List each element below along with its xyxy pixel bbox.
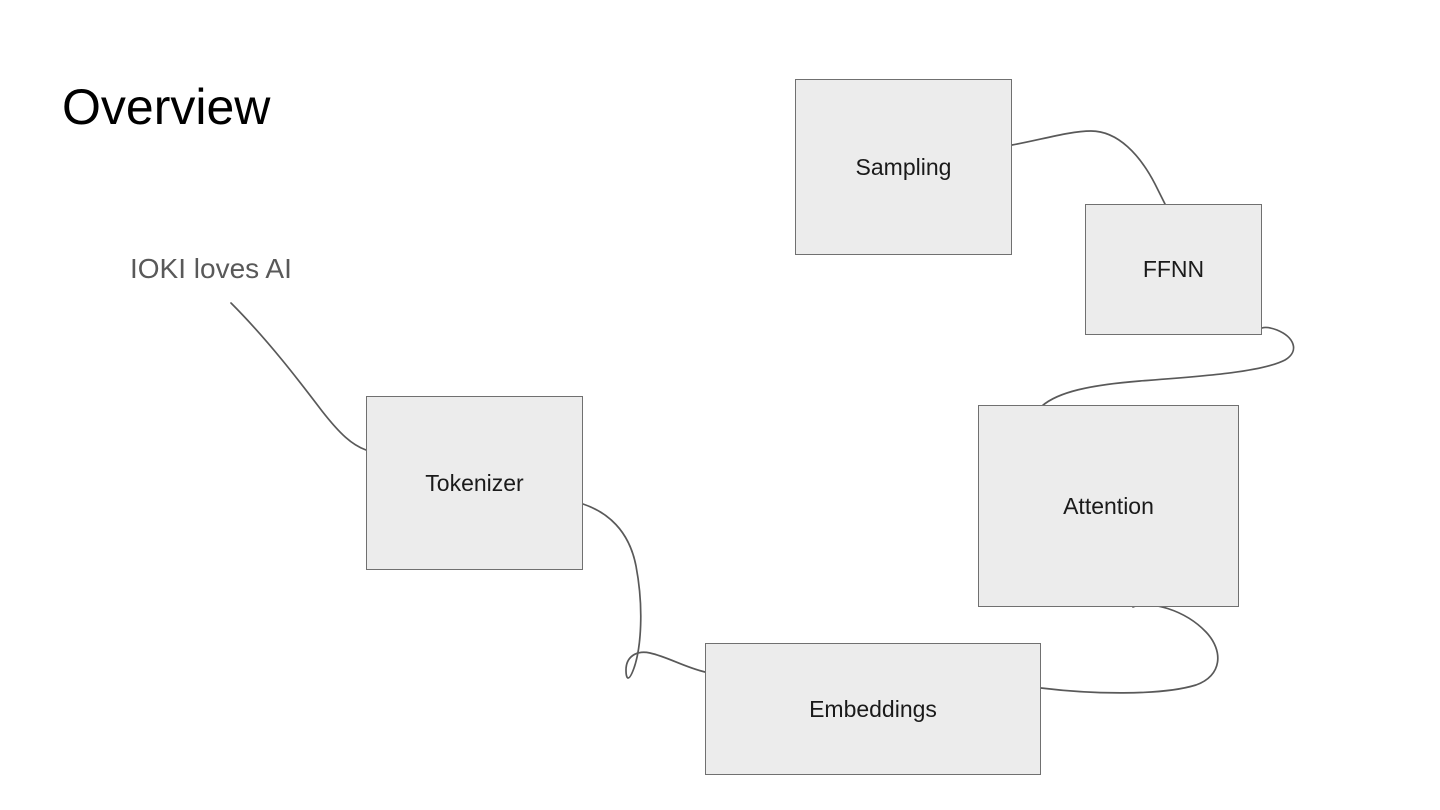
node-sampling[interactable]: Sampling [795, 79, 1012, 255]
edge-sampling-to-ffnn [1011, 130, 1166, 205]
node-ffnn[interactable]: FFNN [1085, 204, 1262, 335]
node-sampling-label: Sampling [855, 153, 952, 180]
node-tokenizer-label: Tokenizer [425, 469, 524, 496]
node-attention[interactable]: Attention [978, 405, 1239, 607]
node-embeddings[interactable]: Embeddings [705, 643, 1041, 775]
edge-embeddings-to-attention [1040, 603, 1219, 694]
input-text-label: IOKI loves AI [130, 253, 292, 284]
page-title: Overview [62, 79, 271, 135]
node-ffnn-label: FFNN [1142, 256, 1205, 282]
edge-input-to-tokenizer [230, 302, 367, 451]
node-embeddings-label: Embeddings [809, 695, 937, 722]
node-tokenizer[interactable]: Tokenizer [366, 396, 583, 570]
node-attention-label: Attention [1063, 492, 1154, 519]
edge-attention-to-ffnn [1041, 326, 1295, 407]
edge-tokenizer-to-embeddings [582, 503, 706, 679]
